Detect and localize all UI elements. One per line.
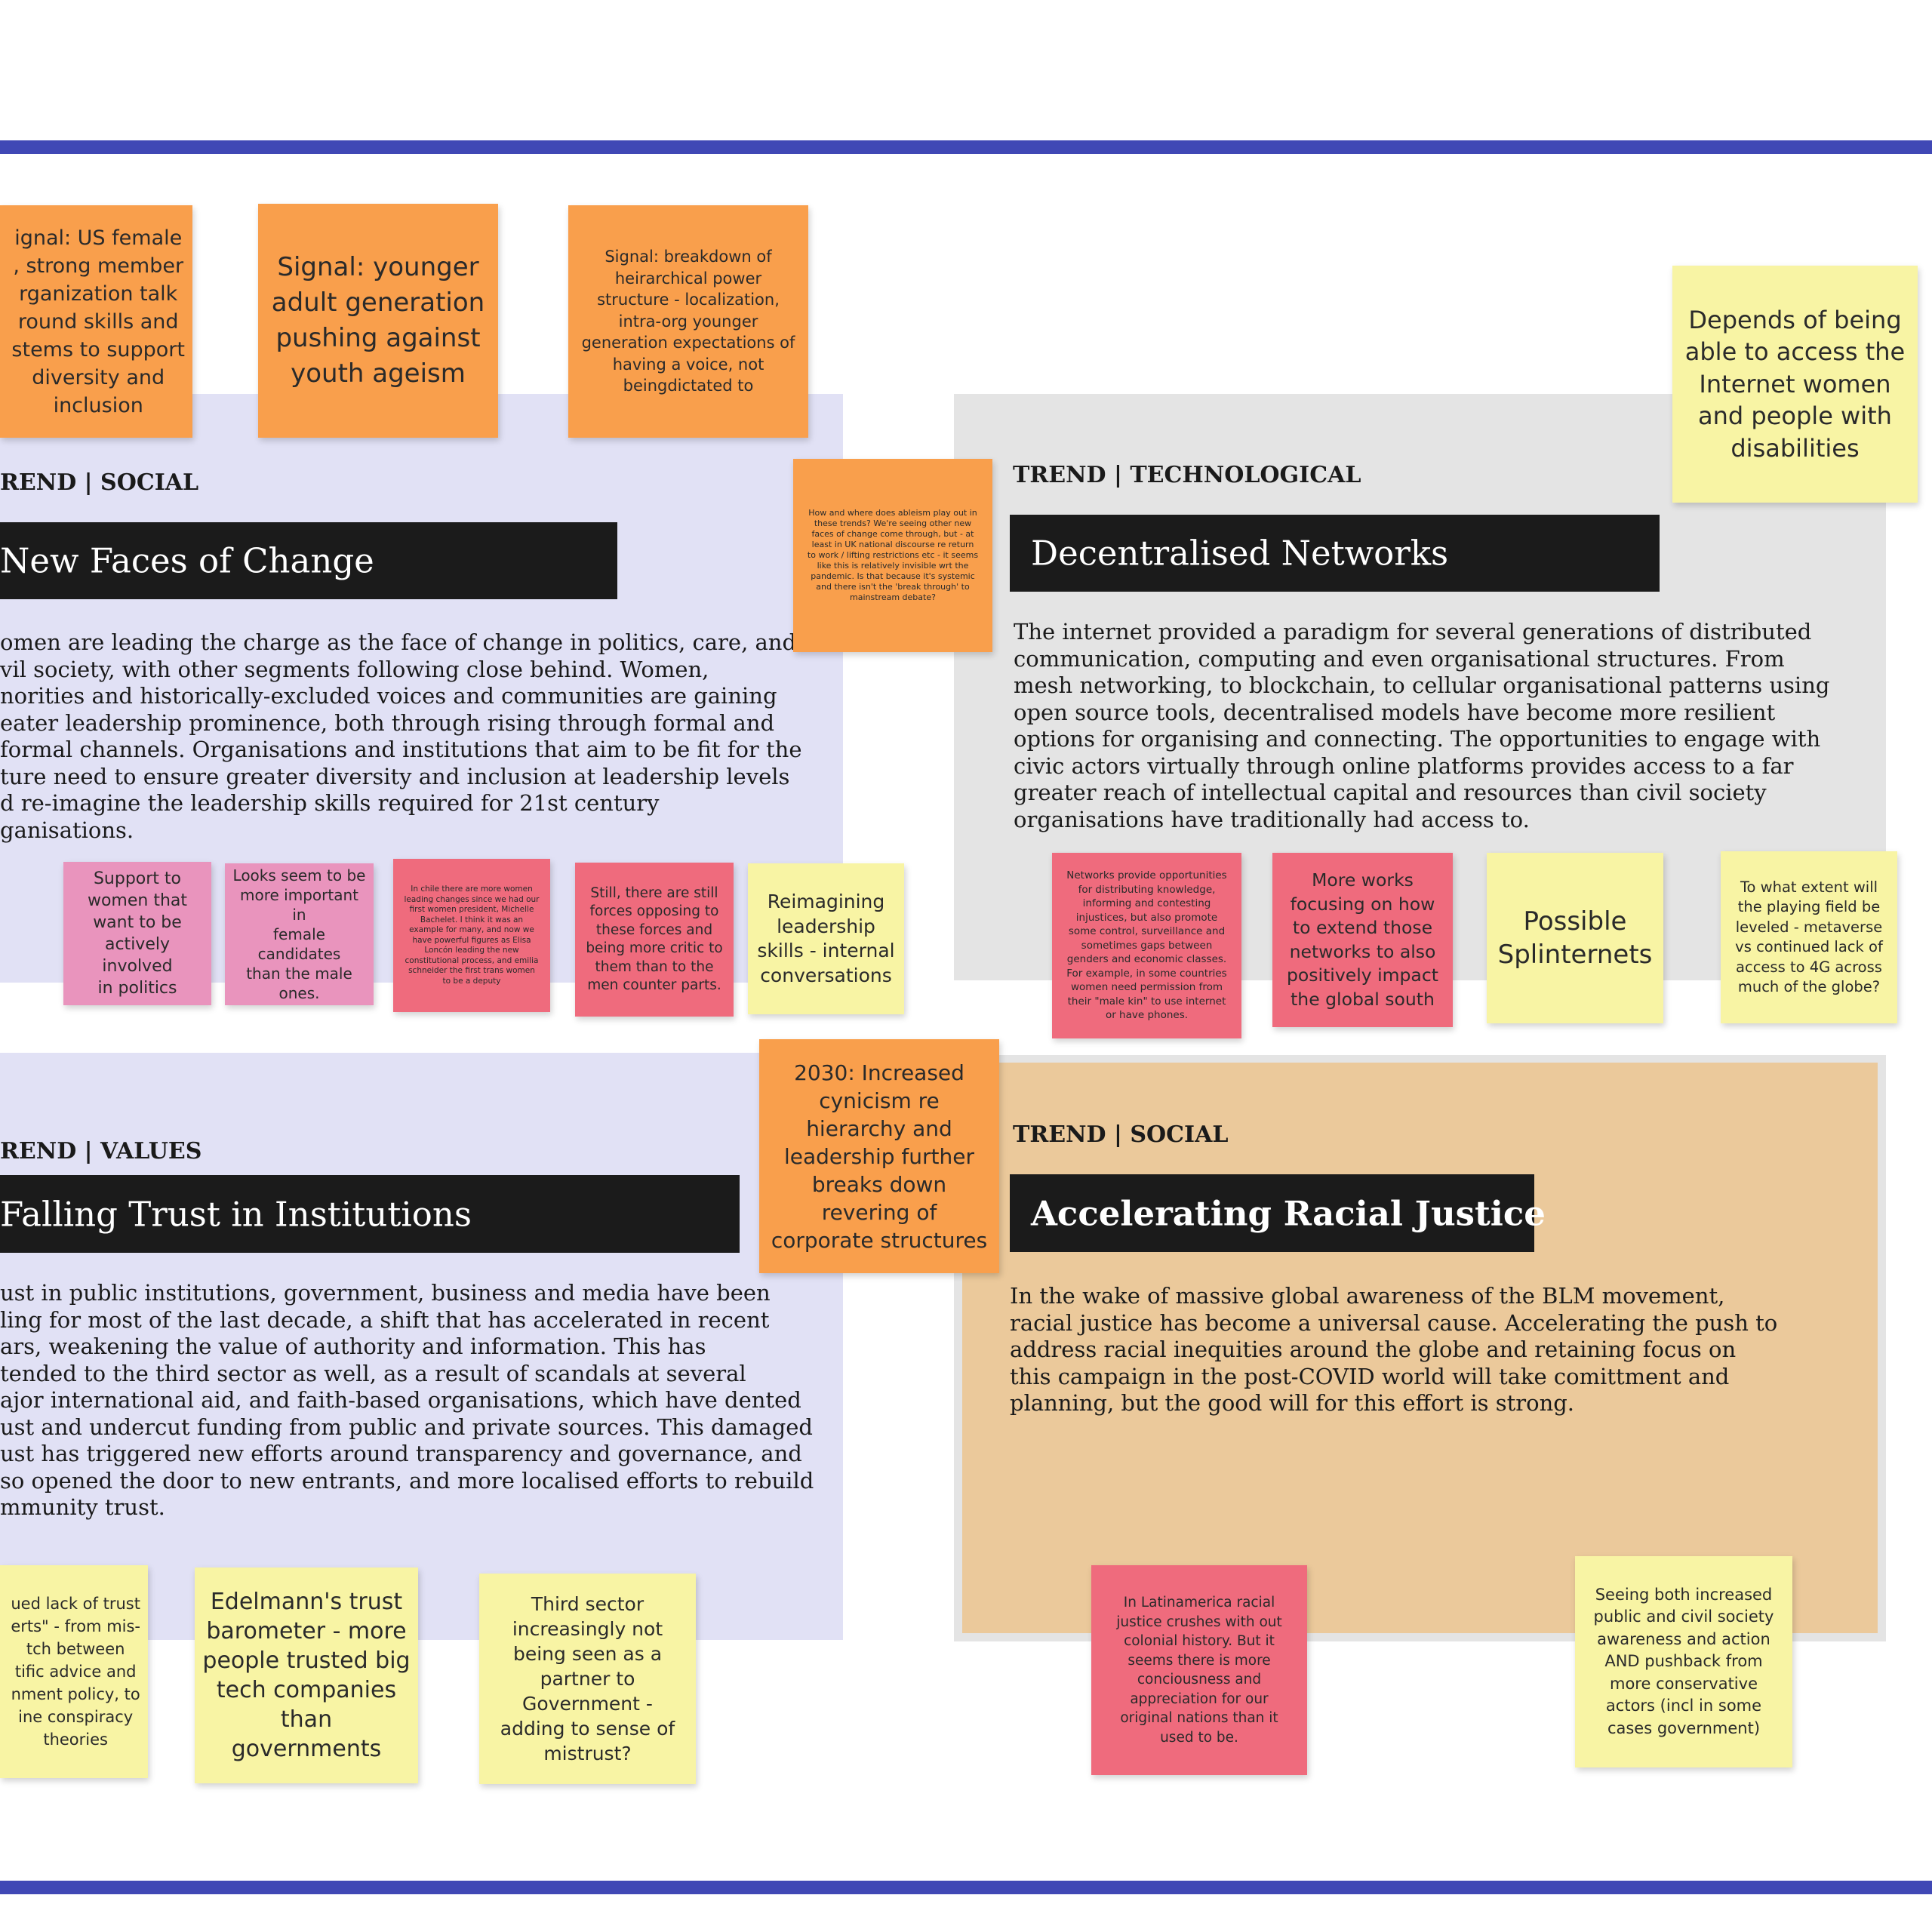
- title-networks: Decentralised Networks: [1031, 533, 1449, 574]
- body-faces: omen are leading the charge as the face …: [0, 629, 802, 843]
- sticky-note-text: Support to women that want to be activel…: [87, 869, 188, 998]
- sticky-note-text: In chile there are more women leading ch…: [404, 884, 540, 986]
- sticky-note-splinternets[interactable]: Possible Splinternets: [1487, 853, 1663, 1023]
- sticky-note-text: How and where does ableism play out in t…: [807, 508, 979, 602]
- sticky-note-text: Reimagining leadership skills - internal…: [757, 891, 895, 986]
- sticky-note-opposing-forces[interactable]: Still, there are still forces opposing t…: [575, 863, 734, 1017]
- title-bar-faces: New Faces of Change: [0, 522, 617, 599]
- sticky-note-third-sector[interactable]: Third sector increasingly not being seen…: [479, 1574, 696, 1784]
- sticky-note-text: ued lack of trust erts" - from mis- tch …: [11, 1595, 140, 1749]
- title-bar-racial: Accelerating Racial Justice: [1010, 1174, 1546, 1252]
- sticky-note-text: In Latinamerica racial justice crushes w…: [1116, 1595, 1282, 1746]
- sticky-note-chile[interactable]: In chile there are more women leading ch…: [393, 859, 550, 1012]
- bottom-divider-line: [0, 1881, 1932, 1894]
- title-bar-networks: Decentralised Networks: [1010, 515, 1660, 592]
- sticky-note-text: Networks provide opportunities for distr…: [1066, 869, 1227, 1022]
- sticky-note-text: Signal: breakdown of heirarchical power …: [581, 248, 795, 395]
- sticky-note-latinamerica[interactable]: In Latinamerica racial justice crushes w…: [1091, 1565, 1307, 1775]
- trend-label-networks: TREND | TECHNOLOGICAL: [1013, 462, 1361, 488]
- sticky-note-global-south[interactable]: More works focusing on how to extend tho…: [1272, 853, 1453, 1027]
- panel-racial-justice-inner: [962, 1063, 1878, 1633]
- sticky-note-seeing-both[interactable]: Seeing both increased public and civil s…: [1575, 1556, 1792, 1767]
- sticky-note-text: Possible Splinternets: [1497, 906, 1653, 970]
- title-racial: Accelerating Racial Justice: [1031, 1193, 1546, 1233]
- sticky-note-support-women[interactable]: Support to women that want to be activel…: [63, 862, 211, 1005]
- sticky-note-text: Looks seem to be more important in femal…: [232, 866, 366, 1002]
- trend-label-racial: TREND | SOCIAL: [1013, 1121, 1229, 1148]
- sticky-note-cynicism-2030[interactable]: 2030: Increased cynicism re hierarchy an…: [759, 1039, 999, 1273]
- sticky-note-text: ignal: US female , strong member rganiza…: [11, 226, 185, 417]
- sticky-note-text: More works focusing on how to extend tho…: [1287, 869, 1438, 1010]
- sticky-note-text: Edelmann's trust barometer - more people…: [202, 1589, 411, 1762]
- sticky-note-playing-field[interactable]: To what extent will the playing field be…: [1721, 851, 1897, 1023]
- trend-label-trust: REND | VALUES: [0, 1138, 202, 1164]
- sticky-note-edelmann[interactable]: Edelmann's trust barometer - more people…: [195, 1567, 418, 1783]
- sticky-note-text: Depends of being able to access the Inte…: [1684, 305, 1906, 463]
- body-racial: In the wake of massive global awareness …: [1010, 1283, 1778, 1416]
- trend-label-faces: REND | SOCIAL: [0, 469, 199, 496]
- sticky-note-power-breakdown[interactable]: Signal: breakdown of heirarchical power …: [568, 205, 808, 438]
- title-trust: Falling Trust in Institutions: [0, 1194, 472, 1234]
- body-trust: ust in public institutions, government, …: [0, 1280, 814, 1520]
- panel-falling-trust[interactable]: [0, 1053, 843, 1640]
- sticky-note-us-female-signal[interactable]: ignal: US female , strong member rganiza…: [0, 205, 192, 438]
- sticky-note-looks[interactable]: Looks seem to be more important in femal…: [225, 863, 374, 1005]
- body-networks: The internet provided a paradigm for sev…: [1014, 619, 1830, 832]
- sticky-note-younger-adult[interactable]: Signal: younger adult generation pushing…: [258, 204, 498, 438]
- sticky-note-text: Still, there are still forces opposing t…: [586, 884, 723, 994]
- sticky-note-networks-provide[interactable]: Networks provide opportunities for distr…: [1052, 853, 1241, 1038]
- sticky-note-text: To what extent will the playing field be…: [1735, 878, 1883, 996]
- sticky-note-reimagining[interactable]: Reimagining leadership skills - internal…: [748, 863, 904, 1014]
- sticky-note-ableism[interactable]: How and where does ableism play out in t…: [793, 459, 992, 652]
- sticky-note-text: Signal: younger adult generation pushing…: [271, 252, 485, 389]
- sticky-note-lack-of-trust[interactable]: ued lack of trust erts" - from mis- tch …: [0, 1565, 148, 1778]
- sticky-note-internet-access[interactable]: Depends of being able to access the Inte…: [1672, 266, 1918, 503]
- sticky-note-text: 2030: Increased cynicism re hierarchy an…: [771, 1060, 988, 1253]
- top-divider-line: [0, 140, 1932, 154]
- title-bar-trust: Falling Trust in Institutions: [0, 1175, 740, 1253]
- title-faces: New Faces of Change: [0, 540, 374, 581]
- sticky-note-text: Seeing both increased public and civil s…: [1593, 1585, 1774, 1737]
- sticky-note-text: Third sector increasingly not being seen…: [500, 1593, 675, 1764]
